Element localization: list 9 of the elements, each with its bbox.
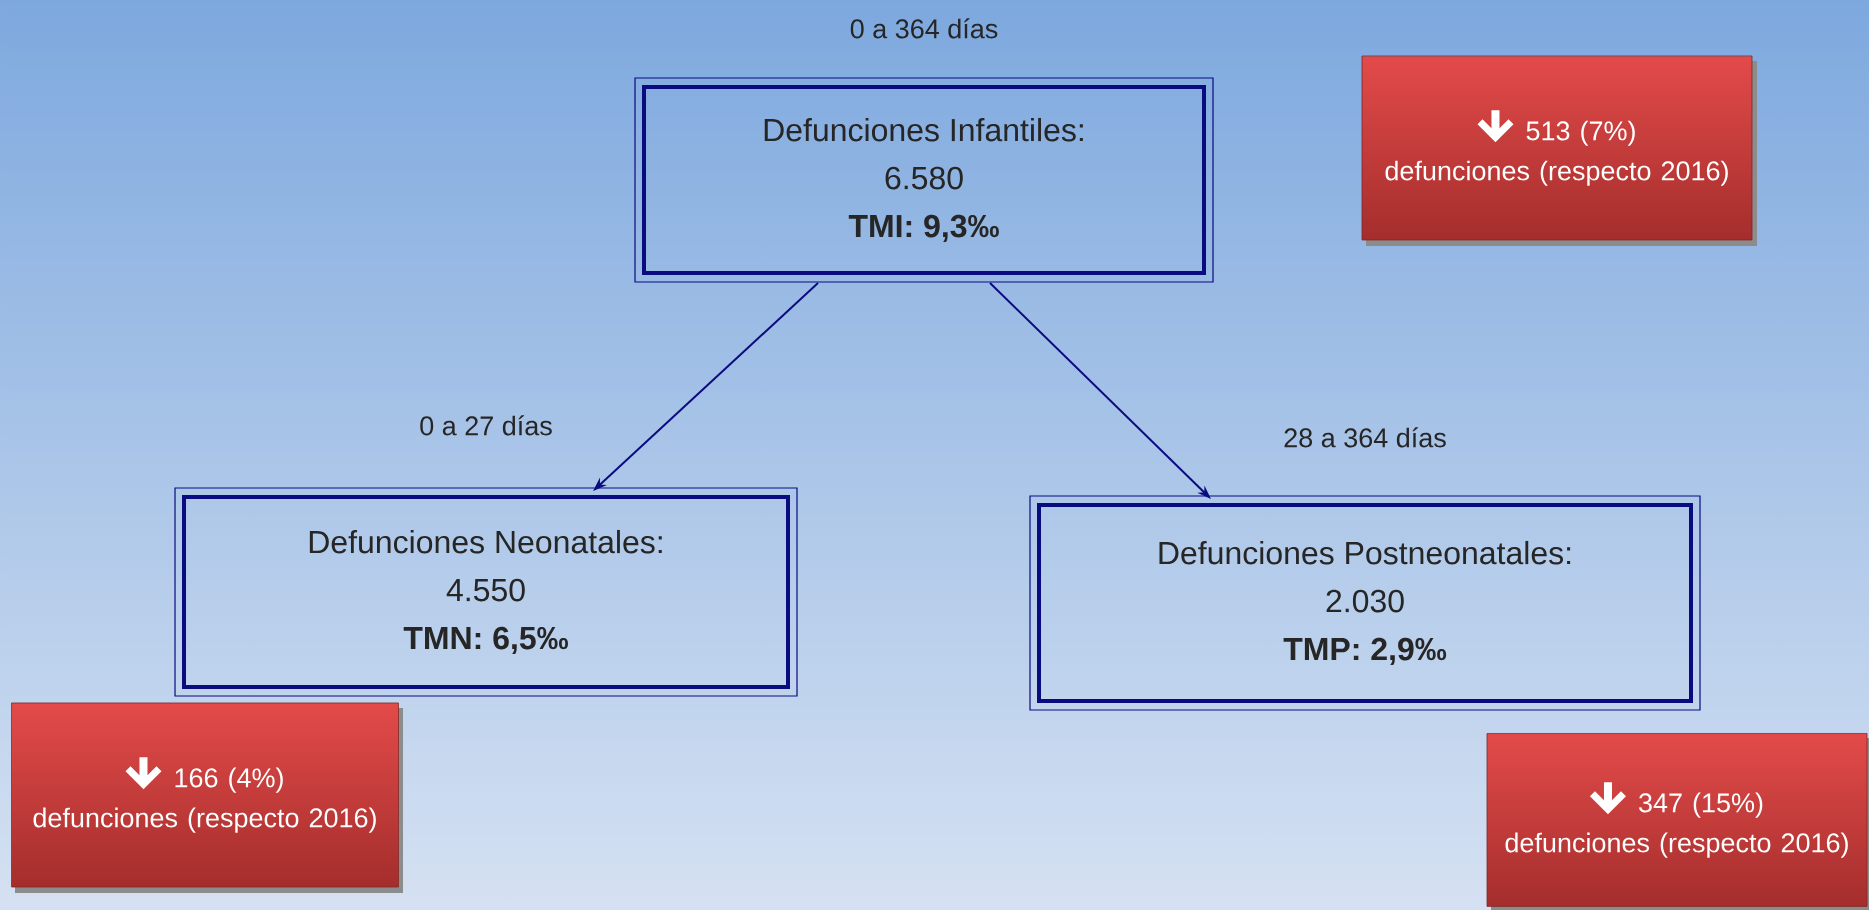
- range-label: 0 a 27 días: [420, 415, 552, 436]
- process-box: Defunciones Infantiles: 6.580 TMI: 9,3‰: [634, 77, 1214, 283]
- callout-box: 513 (7%) defunciones (respecto 2016): [1361, 55, 1757, 246]
- range-label: 28 a 364 días: [1284, 427, 1446, 448]
- process-box: Defunciones Postneonatales: 2.030 TMP: 2,9‰: [1029, 495, 1701, 711]
- process-box: Defunciones Neonatales: 4.550 TMN: 6,5‰: [174, 487, 798, 697]
- callout-box: 347 (15%) defunciones (respecto 2016): [1486, 733, 1869, 910]
- range-label: 0 a 364 días: [850, 18, 998, 39]
- callout-box: 166 (4%) defunciones (respecto 2016): [11, 702, 403, 893]
